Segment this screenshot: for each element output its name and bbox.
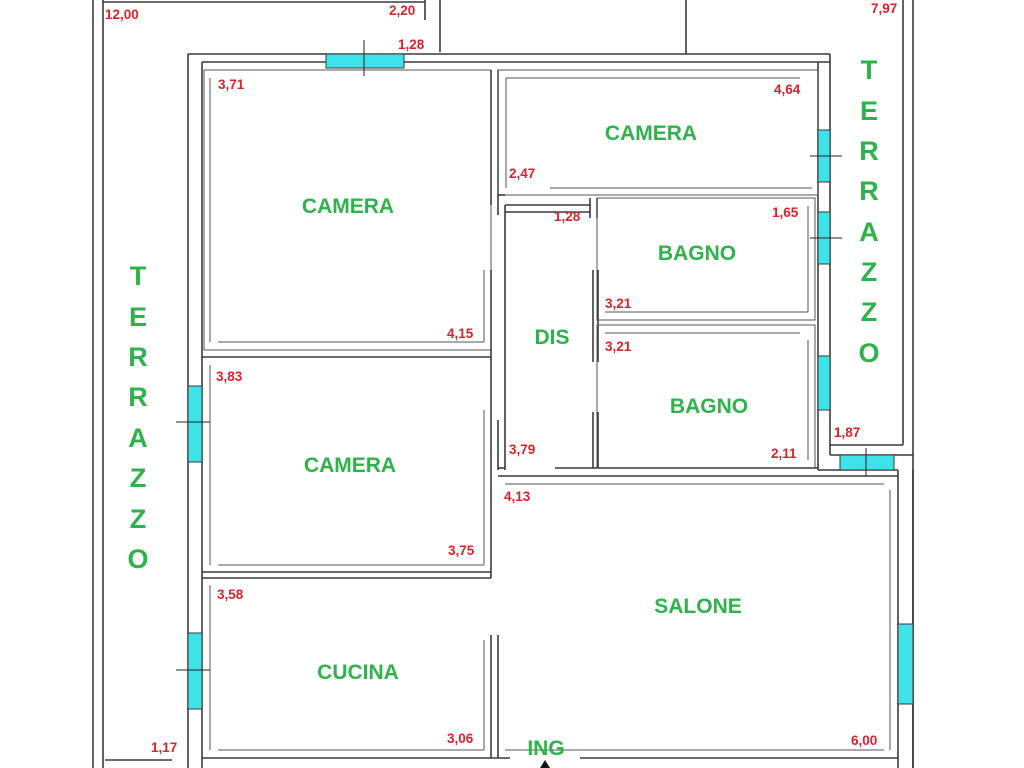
terrace-left-letter: O: [127, 544, 148, 574]
terrace-left-letter: Z: [130, 504, 147, 534]
window-camera-left: [187, 385, 203, 463]
terrace-boundaries: [92, 0, 914, 768]
terrace-right-letter: R: [859, 176, 879, 206]
terrace-left-letter: E: [129, 302, 147, 332]
dimension-label: 7,97: [871, 1, 897, 16]
room-label-camera-mid-left: CAMERA: [304, 454, 396, 477]
terrace-right-letter: R: [859, 136, 879, 166]
dimension-label: 1,28: [554, 209, 581, 224]
window-cucina: [187, 632, 203, 710]
room-label-dis: DIS: [534, 326, 569, 349]
dimension-label: 2,20: [389, 3, 415, 18]
dimension-label: 3,21: [605, 296, 632, 311]
window-bagno-lower: [817, 355, 831, 411]
dimension-label: 3,06: [447, 731, 474, 746]
window-balcony: [839, 454, 895, 471]
windows: [176, 40, 914, 710]
room-label-ing: ING: [527, 737, 564, 760]
room-label-camera-top-left: CAMERA: [302, 195, 394, 218]
dimension-label: 1,17: [151, 740, 177, 755]
dimension-label: 1,65: [772, 205, 799, 220]
dimension-label: 2,11: [771, 446, 797, 461]
window-salone: [897, 623, 914, 705]
window-top: [325, 53, 405, 69]
dimension-label: 3,83: [216, 369, 243, 384]
terrace-left-letter: Z: [130, 463, 147, 493]
room-label-bagno-lower: BAGNO: [670, 395, 748, 418]
dimension-label: 1,87: [834, 425, 860, 440]
terrace-right-letter: Z: [861, 257, 878, 287]
room-label-bagno-upper: BAGNO: [658, 242, 736, 265]
dimension-label: 4,15: [447, 326, 474, 341]
terrace-left-letter: A: [128, 423, 148, 453]
room-label-camera-top-right: CAMERA: [605, 122, 697, 145]
dimension-label: 3,58: [217, 587, 244, 602]
dimension-label: 3,75: [448, 543, 475, 558]
dimension-label: 1,28: [398, 37, 425, 52]
dimension-label: 6,00: [851, 733, 877, 748]
dimension-label: 4,13: [504, 489, 531, 504]
dimension-label: 3,71: [218, 77, 245, 92]
terrace-left-letter: T: [130, 261, 147, 291]
terrace-left-letter: R: [128, 382, 148, 412]
room-labels: CAMERA CAMERA BAGNO BAGNO DIS CAMERA CUC…: [302, 122, 748, 760]
terrace-right-letter: O: [858, 338, 879, 368]
dimension-labels: 12,00 2,20 7,97 1,28 3,71 4,64 2,47 1,28…: [105, 1, 897, 755]
terrace-right-letter: T: [861, 55, 878, 85]
interior-walls: [202, 69, 898, 758]
room-label-salone: SALONE: [654, 595, 742, 618]
dimension-label: 4,64: [774, 82, 801, 97]
terrace-right-letter: E: [860, 96, 878, 126]
dimension-label: 2,47: [509, 166, 535, 181]
terrace-left-letter: R: [128, 342, 148, 372]
terrace-right-letter: Z: [861, 297, 878, 327]
outer-walls: [187, 53, 914, 768]
dimension-label: 3,79: [509, 442, 535, 457]
terrace-right-letter: A: [859, 217, 879, 247]
terrace-label-right: T E R R A Z Z O: [858, 55, 879, 368]
entrance-arrow-icon: [540, 760, 550, 768]
room-label-cucina: CUCINA: [317, 661, 399, 684]
dimension-label: 12,00: [105, 7, 139, 22]
terrace-label-left: T E R R A Z Z O: [127, 261, 148, 574]
dimension-label: 3,21: [605, 339, 632, 354]
